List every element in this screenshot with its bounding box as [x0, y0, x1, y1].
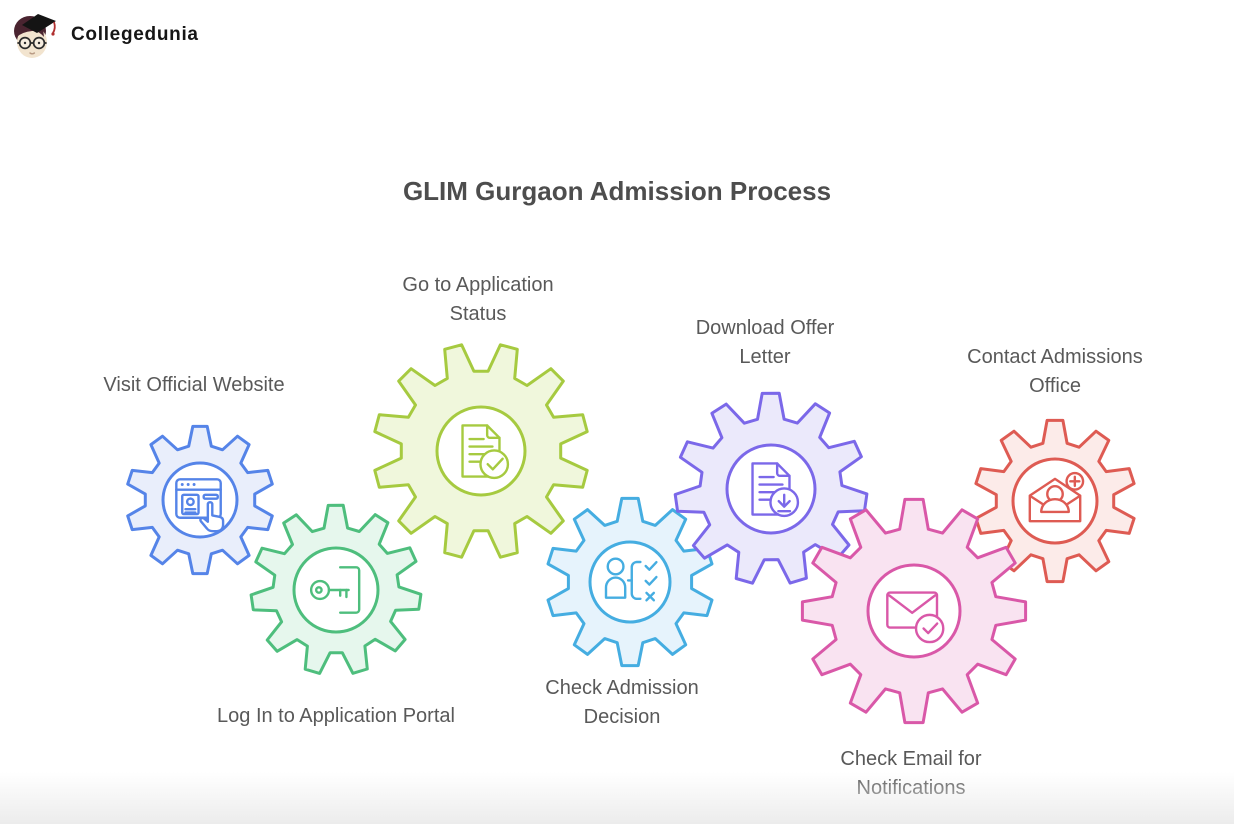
key-login-icon	[311, 567, 359, 612]
document-download-icon	[753, 463, 798, 515]
gear-download-offer-letter	[673, 391, 869, 585]
gear-check-admission-decision	[546, 496, 714, 668]
collegedunia-logo[interactable]: Collegedunia	[10, 8, 199, 62]
brand-name: Collegedunia	[71, 24, 199, 45]
gear-visit-official-website	[126, 424, 274, 576]
step-label-visit-official-website: Visit Official Website	[103, 374, 285, 396]
gear-check-email-for-notifications	[800, 497, 1028, 725]
document-check-icon	[463, 425, 508, 477]
step-label-contact-admissions-office: Contact Admissions Office	[967, 346, 1143, 397]
step-label-check-admission-decision: Check Admission Decision	[545, 677, 699, 728]
gear-go-to-application-status	[373, 343, 589, 559]
contact-add-icon	[1030, 473, 1083, 521]
step-label-go-to-application-status: Go to Application Status	[402, 274, 554, 325]
collegedunia-mascot-icon	[14, 14, 56, 58]
browser-click-icon	[176, 479, 223, 531]
person-decision-icon	[606, 559, 656, 601]
step-label-check-email-for-notifications: Check Email for Notifications	[840, 748, 982, 799]
diagram-title: GLIM Gurgaon Admission Process	[402, 176, 832, 206]
gear-log-in-to-application-portal	[249, 503, 423, 675]
step-label-download-offer-letter: Download Offer Letter	[695, 317, 835, 368]
email-check-icon	[887, 593, 943, 642]
step-label-log-in-to-application-portal: Log In to Application Portal	[217, 705, 455, 727]
gear-contact-admissions-office	[974, 418, 1136, 584]
